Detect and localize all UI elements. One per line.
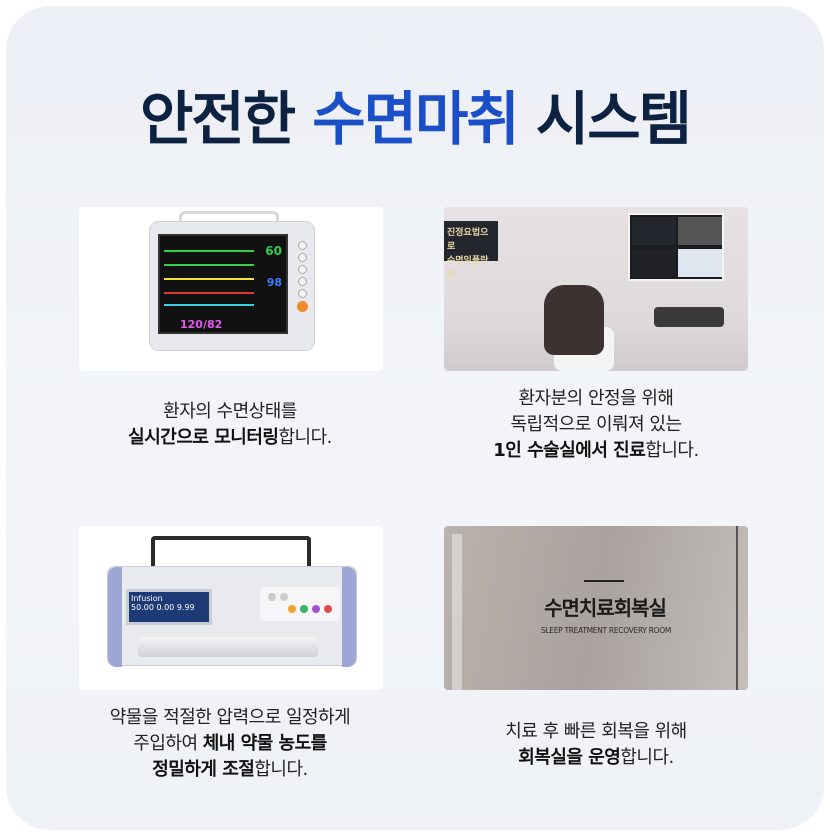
background-card [6,6,824,830]
recovery-room-image: 수면치료회복실 SLEEP TREATMENT RECOVERY ROOM [444,526,748,690]
recovery-room-sign: 수면치료회복실 [544,596,667,620]
title-highlight: 수면마취 [312,85,519,153]
caption-private-room: 환자분의 안정을 위해 독립적으로 이뤄져 있는 1인 수술실에서 진료합니다. [493,388,699,461]
patient-monitor-image: 60 98 120/82 [79,207,383,371]
caption-infusion: 약물을 적절한 압력으로 일정하게 주입하여 체내 약물 농도를 정밀하게 조절… [109,707,351,780]
caption-monitoring: 환자의 수면상태를 실시간으로 모니터링합니다. [128,401,332,448]
caption-recovery: 치료 후 빠른 회복을 위해 회복실을 운영합니다. [505,721,687,768]
page-title: 안전한 수면마취 시스템 [139,85,692,153]
